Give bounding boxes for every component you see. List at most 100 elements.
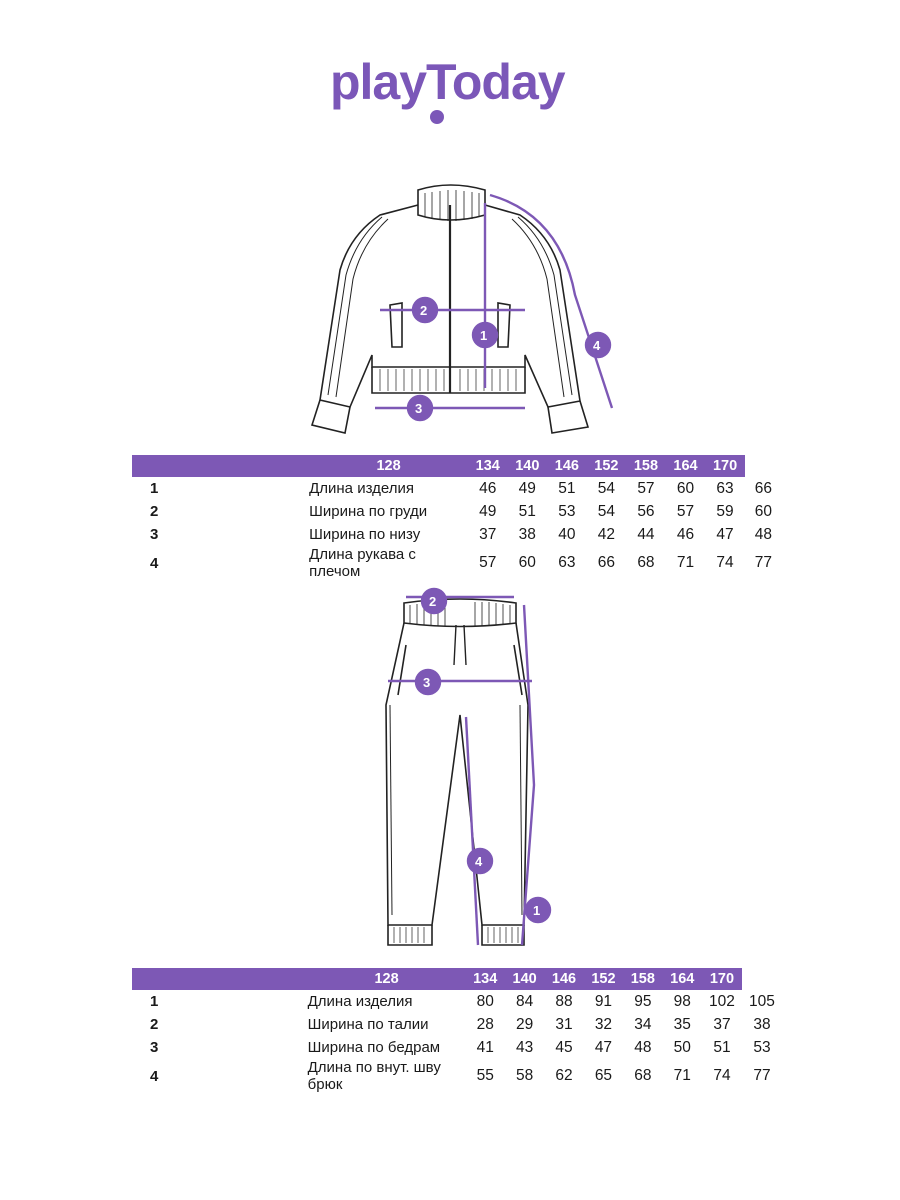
row-value: 47 [594, 1038, 613, 1056]
row-value: 98 [673, 992, 691, 1010]
row-value: 51 [713, 1038, 731, 1056]
marker-2-label: 2 [429, 594, 436, 609]
size-col: 128 [376, 458, 401, 474]
row-value: 38 [753, 1015, 771, 1033]
table-row: 4 Длина рукава с плечом 57 60 63 66 68 7… [132, 546, 782, 580]
row-value: 95 [634, 992, 652, 1010]
row-label: Ширина по талии [307, 1016, 429, 1033]
row-value: 43 [516, 1038, 534, 1056]
row-value: 37 [713, 1015, 731, 1033]
marker-4-label: 4 [475, 854, 483, 869]
header-blank [132, 455, 309, 477]
row-value: 37 [479, 525, 497, 543]
jacket-sketch: 2 1 3 4 [310, 184, 614, 434]
marker-1-label: 1 [480, 328, 487, 343]
row-value: 49 [479, 502, 497, 520]
row-number: 1 [150, 480, 159, 497]
marker-1 [524, 896, 552, 924]
row-number: 2 [150, 503, 159, 520]
logo-text: playToday [330, 54, 566, 110]
row-number: 3 [150, 526, 159, 543]
row-value: 28 [476, 1015, 494, 1033]
size-col: 140 [512, 971, 537, 987]
row-value: 57 [676, 502, 695, 520]
row-value: 62 [555, 1067, 573, 1084]
table-row: 1 Длина изделия 80 84 88 91 95 98 102 10… [132, 990, 782, 1013]
pants-sketch: 2 3 4 1 [385, 587, 552, 946]
row-value: 74 [713, 1067, 731, 1084]
row-value: 60 [518, 554, 536, 571]
size-col: 140 [515, 458, 540, 474]
row-number: 4 [150, 554, 159, 572]
row-value: 32 [594, 1015, 613, 1033]
row-value: 56 [637, 502, 655, 520]
marker-4-label: 4 [593, 338, 601, 353]
row-value: 46 [676, 525, 695, 543]
row-value: 71 [673, 1067, 691, 1084]
marker-3-label: 3 [415, 401, 422, 416]
row-value: 60 [676, 479, 695, 497]
table-row: 4 Длина по внут. шву брюк 55 58 62 65 68… [132, 1059, 782, 1093]
size-col: 170 [712, 458, 738, 474]
row-value: 66 [597, 554, 616, 571]
row-number: 2 [150, 1016, 159, 1033]
row-value: 35 [673, 1015, 691, 1033]
brand-logo: playToday [330, 52, 570, 132]
pants-size-table: 128 134 140 146 152 158 164 170 1 Длина … [132, 968, 782, 1093]
jacket-size-header: 128 134 140 146 152 158 164 170 [132, 455, 782, 477]
size-col: 152 [594, 458, 619, 474]
row-value: 80 [476, 992, 494, 1010]
table-row: 2 Ширина по талии 28 29 31 32 34 35 37 3… [132, 1013, 782, 1036]
row-value: 54 [597, 502, 616, 520]
row-number: 3 [150, 1039, 159, 1056]
row-label: Длина рукава с плечом [309, 546, 416, 580]
size-col: 152 [591, 971, 616, 987]
row-value: 48 [754, 525, 773, 543]
marker-1 [471, 321, 499, 349]
row-value: 29 [516, 1015, 534, 1033]
table-row: 2 Ширина по груди 49 51 53 54 56 57 59 6… [132, 500, 782, 523]
size-col: 164 [670, 971, 695, 987]
header-blank [132, 968, 308, 990]
row-value: 46 [479, 479, 497, 497]
row-value: 74 [716, 554, 734, 571]
row-value: 40 [558, 525, 576, 543]
size-col: 134 [473, 971, 498, 987]
row-value: 105 [749, 992, 775, 1010]
row-label: Длина изделия [309, 480, 414, 497]
row-label: Ширина по груди [309, 503, 428, 520]
row-value: 42 [597, 525, 616, 543]
table-row: 3 Ширина по бедрам 41 43 45 47 48 50 51 … [132, 1036, 782, 1059]
row-value: 53 [753, 1038, 771, 1056]
row-value: 57 [637, 479, 655, 497]
row-value: 84 [516, 992, 534, 1010]
row-value: 47 [716, 525, 734, 543]
row-value: 60 [754, 502, 773, 520]
logo-dot [430, 110, 444, 124]
size-col: 128 [374, 971, 399, 987]
marker-2 [420, 587, 448, 615]
row-value: 63 [558, 554, 576, 571]
row-value: 41 [476, 1038, 494, 1056]
row-value: 68 [634, 1067, 652, 1084]
row-label: Длина по внут. шву брюк [307, 1059, 441, 1093]
row-value: 65 [594, 1067, 613, 1084]
row-value: 63 [716, 479, 734, 497]
marker-4 [584, 331, 612, 359]
size-col: 146 [551, 971, 577, 987]
row-value: 44 [637, 525, 655, 543]
row-value: 31 [555, 1015, 573, 1033]
marker-3 [406, 394, 434, 422]
row-value: 68 [637, 554, 655, 571]
row-number: 4 [150, 1067, 159, 1085]
row-value: 77 [753, 1067, 771, 1084]
row-value: 77 [754, 554, 773, 571]
row-value: 91 [594, 992, 613, 1010]
marker-4 [466, 847, 494, 875]
size-col: 170 [709, 971, 735, 987]
row-value: 102 [709, 992, 735, 1010]
row-value: 49 [518, 479, 536, 497]
row-value: 51 [518, 502, 536, 520]
row-value: 59 [716, 502, 734, 520]
row-value: 45 [555, 1038, 573, 1056]
